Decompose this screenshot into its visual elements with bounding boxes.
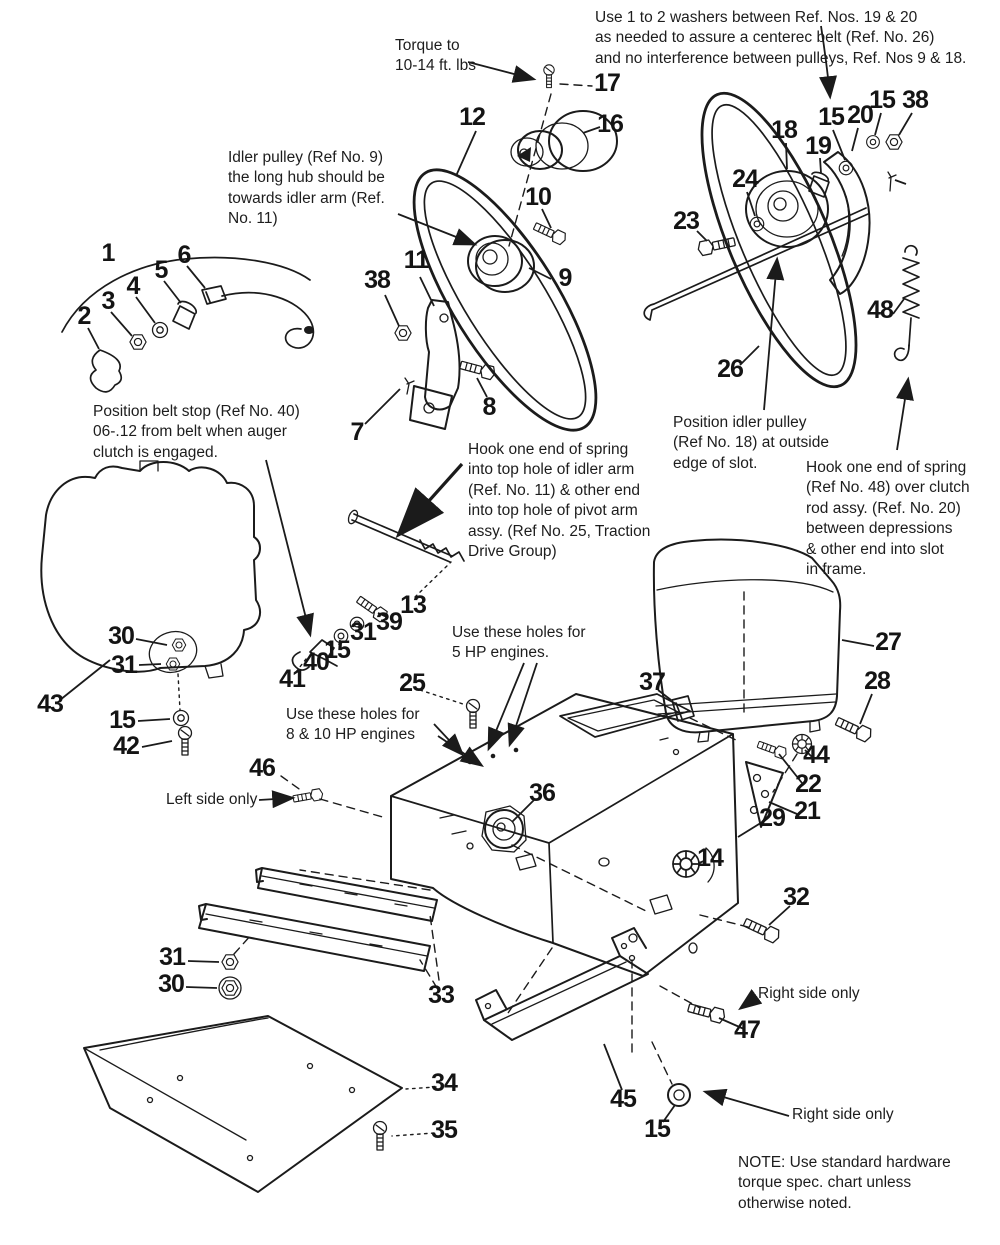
belt-cover-27-drawing [652, 538, 875, 743]
annotation-idler-slot-note: Position idler pulley (Ref No. 18) at ou… [673, 414, 829, 472]
annotation-belt-stop-note: Position belt stop (Ref No. 40) 06-.12 f… [93, 403, 300, 461]
part-label-19: 19 [805, 132, 832, 161]
part-label-46: 46 [249, 754, 276, 783]
connector-6-drawing [201, 285, 227, 305]
idler-pulley-18-assembly-drawing [643, 112, 913, 321]
part-label-20: 20 [847, 101, 874, 130]
annotation-spring-clutch-note: Hook one end of spring (Ref No. 48) over… [806, 459, 970, 579]
mounting-hole-arrows [433, 662, 538, 768]
annotation-holes-8-10hp-note: Use these holes for 8 & 10 HP engines [286, 706, 420, 744]
part-label-31: 31 [159, 943, 186, 972]
part-label-17: 17 [594, 69, 621, 98]
annotation-spring-idler-note: Hook one end of spring into top hole of … [468, 441, 651, 561]
part-label-10: 10 [525, 183, 552, 212]
annotation-idler-pulley-note: Idler pulley (Ref No. 9) the long hub sh… [228, 149, 385, 228]
part-label-15: 15 [324, 636, 351, 665]
annotation-left-side-only: Left side only [166, 791, 258, 808]
terminal-5-drawing [172, 300, 198, 330]
part-label-47: 47 [734, 1016, 761, 1045]
part-label-18: 18 [771, 116, 798, 145]
part-label-31: 31 [350, 618, 377, 647]
clutch-arm-20-drawing [823, 151, 871, 295]
part-label-16: 16 [597, 110, 624, 139]
part-label-15: 15 [869, 86, 896, 115]
part-label-30: 30 [108, 622, 135, 651]
annotation-right-side-only-1: Right side only [758, 985, 860, 1002]
spacer-19-drawing [808, 171, 830, 198]
part-label-4: 4 [126, 272, 141, 301]
part-label-23: 23 [673, 207, 700, 236]
part-label-8: 8 [482, 393, 497, 422]
part-label-12: 12 [459, 103, 486, 132]
part-label-29: 29 [759, 804, 786, 833]
part-label-2: 2 [77, 302, 92, 331]
part-label-32: 32 [783, 883, 810, 912]
cover-hardware-drawing [737, 693, 875, 838]
part-label-42: 42 [113, 732, 140, 761]
part-label-6: 6 [177, 241, 192, 270]
part-label-48: 48 [867, 296, 894, 325]
part-label-36: 36 [529, 779, 556, 808]
part-label-15: 15 [109, 706, 136, 735]
part-label-13: 13 [400, 591, 427, 620]
part-label-45: 45 [610, 1085, 637, 1114]
part-label-11: 11 [403, 246, 429, 275]
spring-48-drawing [892, 244, 920, 451]
part-label-41: 41 [279, 665, 306, 694]
clip-2-drawing [89, 349, 123, 393]
clip-37-drawing [671, 695, 695, 722]
annotation-washers-note: Use 1 to 2 washers between Ref. Nos. 19 … [595, 9, 967, 67]
part-label-35: 35 [431, 1116, 458, 1145]
wire-assembly-drawing [61, 256, 315, 393]
part-label-21: 21 [794, 797, 821, 826]
part-label-15: 15 [644, 1115, 671, 1144]
part-label-34: 34 [431, 1069, 458, 1098]
part-label-15: 15 [818, 103, 845, 132]
annotation-right-side-only-2: Right side only [792, 1106, 894, 1123]
top-pulley-assembly-drawing [455, 64, 618, 247]
part-label-30: 30 [158, 970, 185, 999]
engine-43-drawing [40, 460, 261, 756]
annotation-hardware-note: NOTE: Use standard hardware torque spec.… [738, 1154, 951, 1212]
part-label-24: 24 [732, 165, 759, 194]
part-label-3: 3 [101, 287, 116, 316]
part-label-25: 25 [399, 669, 426, 698]
rails-33-drawing [185, 867, 440, 1000]
part-label-27: 27 [875, 628, 902, 657]
part-label-33: 33 [428, 981, 455, 1010]
part-label-31: 31 [111, 651, 138, 680]
frame-29-drawing [258, 689, 791, 1059]
idler-arm-11-drawing [364, 276, 498, 430]
part-label-38: 38 [364, 266, 391, 295]
belt-26-drawing [700, 91, 858, 389]
part-label-39: 39 [376, 608, 403, 637]
part-label-14: 14 [697, 844, 724, 873]
part-label-37: 37 [639, 668, 666, 697]
part-label-44: 44 [803, 741, 830, 770]
part-label-26: 26 [717, 355, 744, 384]
belly-pan-34-drawing [83, 1015, 437, 1193]
part-label-28: 28 [864, 667, 891, 696]
part-label-5: 5 [154, 256, 169, 285]
part-label-38: 38 [902, 86, 929, 115]
part-label-7: 7 [350, 418, 365, 447]
annotation-torque-note: Torque to 10-14 ft. lbs [395, 37, 476, 75]
support-bar-45-drawing [475, 927, 790, 1123]
part-label-9: 9 [558, 264, 573, 293]
belt-stop-group-drawing [265, 459, 465, 673]
annotation-holes-5hp-note: Use these holes for 5 HP engines. [452, 624, 586, 662]
part-label-1: 1 [101, 239, 116, 268]
part-label-40: 40 [303, 648, 330, 677]
part-label-22: 22 [795, 770, 822, 799]
belt-12-drawing [412, 168, 598, 432]
part-label-43: 43 [37, 690, 64, 719]
idler-pulley-9-drawing [467, 208, 569, 293]
